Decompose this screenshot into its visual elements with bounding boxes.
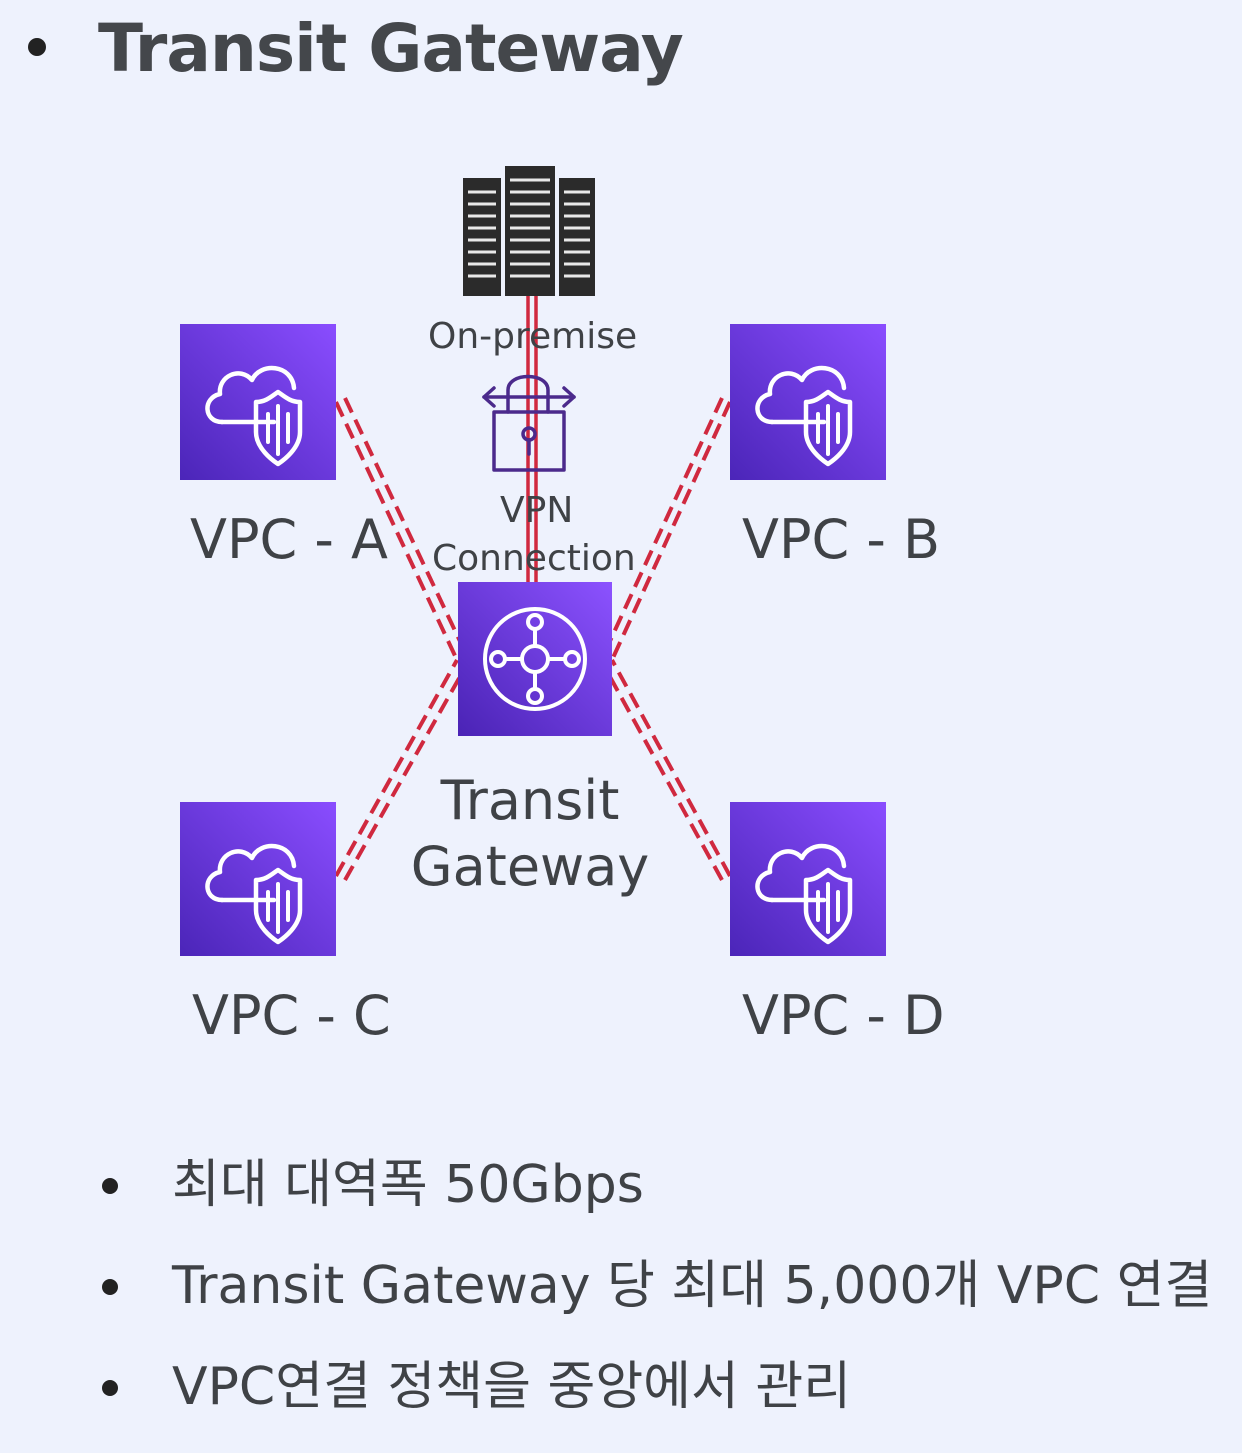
tgw-label-line1: Transit — [440, 769, 620, 832]
link-b-tgw-b — [602, 397, 724, 655]
bullet-text: 최대 대역폭 50Gbps — [172, 1155, 644, 1215]
vpc-c-tile — [180, 802, 336, 956]
padlock-arrows-icon — [482, 374, 576, 472]
on-premise-label: On-premise — [428, 316, 638, 357]
bullet-dot — [102, 1279, 118, 1295]
transit-gateway-label: Transit Gateway — [400, 768, 660, 900]
bullet-dot — [102, 1178, 118, 1194]
hub-network-icon — [483, 607, 587, 711]
link-c-tgw-b — [343, 665, 468, 881]
list-item: Transit Gateway 당 최대 5,000개 VPC 연결 — [96, 1251, 1212, 1352]
server-rack-icon — [463, 166, 595, 296]
vpc-a-tile — [180, 324, 336, 480]
vpc-b-label: VPC - B — [742, 508, 941, 571]
vpc-a-label: VPC - A — [190, 508, 388, 571]
bullet-text: VPC연결 정책을 중앙에서 관리 — [172, 1357, 852, 1417]
page-title: Transit Gateway — [98, 10, 684, 87]
title-bullet — [28, 38, 46, 56]
link-d-tgw-b — [602, 665, 724, 881]
list-item: VPC연결 정책을 중앙에서 관리 — [96, 1352, 1212, 1453]
bullet-text: Transit Gateway 당 최대 5,000개 VPC 연결 — [172, 1256, 1213, 1316]
feature-list: 최대 대역폭 50Gbps Transit Gateway 당 최대 5,000… — [96, 1150, 1212, 1453]
link-c-tgw — [334, 659, 459, 877]
connection-lines — [334, 296, 732, 881]
vpc-c-label: VPC - C — [192, 984, 391, 1047]
list-item: 최대 대역폭 50Gbps — [96, 1150, 1212, 1251]
vpc-b-tile — [730, 324, 886, 480]
vpn-label-line1: VPN — [500, 490, 574, 531]
link-d-tgw — [610, 659, 732, 877]
vpc-d-label: VPC - D — [742, 984, 945, 1047]
transit-gateway-tile — [458, 582, 612, 736]
tgw-label-line2: Gateway — [410, 835, 650, 898]
vpn-label-line2: Connection — [432, 538, 636, 579]
link-b-tgw — [610, 401, 732, 661]
vpc-d-tile — [730, 802, 886, 956]
bullet-dot — [102, 1380, 118, 1396]
